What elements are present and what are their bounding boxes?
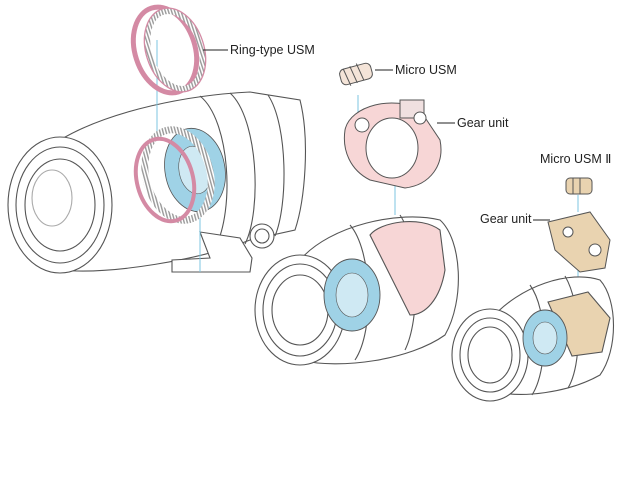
label-micro-usm-2: Micro USM Ⅱ xyxy=(540,152,612,166)
telephoto-lens xyxy=(7,91,306,274)
micro-usm xyxy=(339,62,373,86)
aperture-unit-right xyxy=(522,309,568,367)
micro-usm-2 xyxy=(565,177,593,195)
label-micro-usm: Micro USM xyxy=(395,63,457,77)
compact-lens xyxy=(451,275,614,402)
ring-usm-mounted xyxy=(133,126,226,224)
ring-type-usm xyxy=(130,4,207,96)
label-gear-unit-2: Gear unit xyxy=(480,212,532,226)
label-gear-unit-1: Gear unit xyxy=(457,116,509,130)
gear-unit-2 xyxy=(547,211,611,273)
label-ring-type-usm: Ring-type USM xyxy=(230,43,315,57)
aperture-unit-middle xyxy=(323,258,381,332)
gear-unit-1 xyxy=(343,99,442,189)
